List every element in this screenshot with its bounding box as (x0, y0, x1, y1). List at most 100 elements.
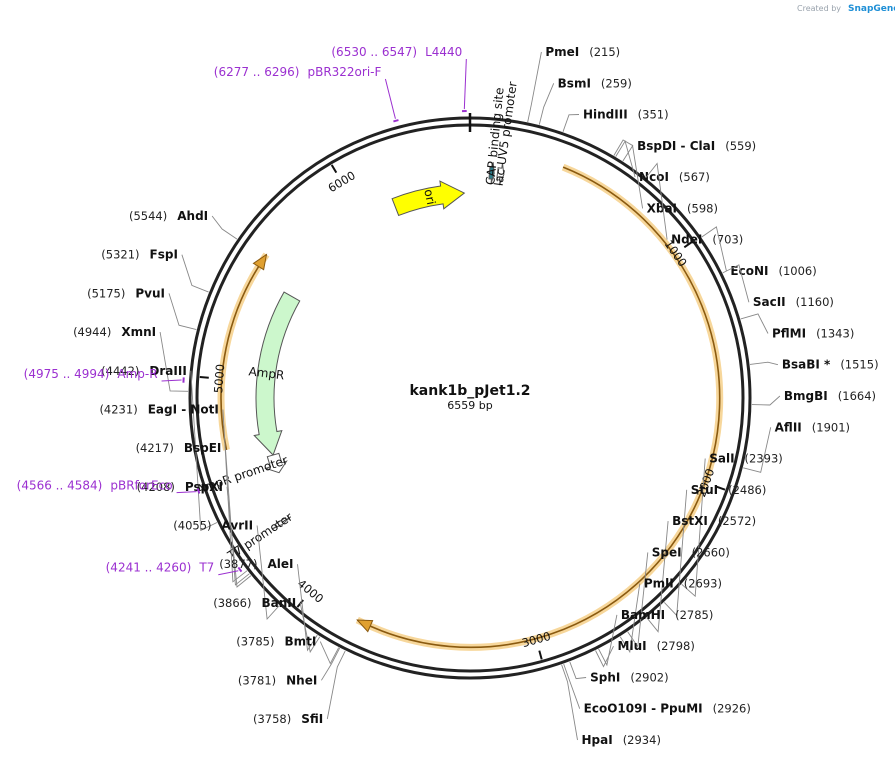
enzyme-leader-line (256, 525, 280, 621)
enzyme-leader-line (645, 162, 668, 240)
credit-text: Created by (797, 4, 841, 13)
primer-name: L4440 (425, 45, 462, 59)
enzyme-bstxi[interactable]: BstXI(2572) (672, 514, 756, 528)
enzyme-position: (567) (679, 170, 710, 184)
primer-pbr322ori-f[interactable]: (6277 .. 6296)pBR322ori-F (214, 65, 382, 79)
enzyme-name: HpaI (581, 733, 612, 747)
enzyme-position: (2660) (692, 545, 730, 559)
enzyme-pvui[interactable]: (5175)PvuI (87, 286, 165, 300)
enzyme-name: NheI (286, 673, 317, 687)
enzyme-name: XmnI (121, 325, 156, 339)
enzyme-pmei[interactable]: PmeI(215) (545, 45, 620, 59)
enzyme-name: BspDI - ClaI (637, 139, 715, 153)
enzyme-bamhi[interactable]: BamHI(2785) (621, 608, 714, 622)
enzyme-fspi[interactable]: (5321)FspI (101, 248, 178, 262)
enzyme-leader-line (326, 650, 346, 720)
enzyme-leader-line (299, 602, 321, 654)
feature-t7-promoter[interactable] (272, 516, 292, 530)
enzyme-aflii[interactable]: AflII(1901) (775, 420, 850, 434)
enzyme-leader-line (613, 139, 634, 156)
enzyme-leader-line (319, 641, 340, 665)
enzyme-pspxi[interactable]: (4208)PspXI (137, 480, 223, 494)
orf-glow (355, 163, 724, 651)
enzyme-position: (5544) (129, 209, 167, 223)
primer-name: pBR322ori-F (307, 65, 381, 79)
enzyme-sphi[interactable]: SphI(2902) (590, 670, 669, 684)
enzyme-name: SpeI (652, 545, 682, 559)
enzyme-draiii[interactable]: (4442)DraIII (101, 364, 187, 378)
enzyme-sali[interactable]: SalI(2393) (709, 452, 783, 466)
enzyme-ncoi[interactable]: NcoI (567) (639, 170, 710, 184)
enzyme-bsabi[interactable]: BsaBI *(1515) (782, 358, 879, 372)
enzyme-leader-line (562, 114, 580, 132)
enzyme-name: SphI (590, 670, 620, 684)
enzyme-position: (3785) (236, 635, 274, 649)
enzyme-stui[interactable]: StuI(2486) (691, 483, 767, 497)
enzyme-name: NcoI (639, 170, 669, 184)
enzyme-nhei[interactable]: (3781) NheI (238, 673, 317, 687)
enzyme-bspei[interactable]: (4217)BspEI (136, 441, 222, 455)
enzyme-position: (1343) (816, 326, 854, 340)
primer-mark-pbr322ori-f (393, 119, 399, 123)
enzyme-econi[interactable]: EcoNI(1006) (730, 264, 816, 278)
enzyme-leader-line (663, 489, 688, 617)
enzyme-name: AflII (775, 420, 802, 434)
primer-t7[interactable]: (4241 .. 4260)T7 (106, 561, 215, 575)
enzyme-position: (2785) (675, 608, 713, 622)
enzyme-ndei[interactable]: NdeI(703) (671, 233, 743, 247)
enzyme-ecoo109i-ppumi[interactable]: EcoO109I - PpuMI(2926) (584, 702, 751, 716)
enzyme-leader-line (622, 144, 644, 209)
primer-pbrforeco[interactable]: (4566 .. 4584)pBRforEco (17, 479, 173, 493)
orf-arrowhead (356, 619, 374, 633)
enzyme-position: (703) (712, 233, 743, 247)
enzyme-xmni[interactable]: (4944) XmnI (73, 325, 156, 339)
enzyme-leader-line (569, 661, 587, 680)
primer-range: (4975 .. 4994) (24, 367, 110, 381)
feature-ampr-promoter[interactable] (264, 452, 288, 474)
enzyme-position: (3781) (238, 673, 276, 687)
enzyme-leader-line (749, 361, 779, 366)
enzyme-banii[interactable]: (3866)BanII (213, 596, 296, 610)
enzyme-hindiii[interactable]: HindIII(351) (583, 108, 669, 122)
enzyme-leader-line (627, 552, 649, 648)
enzyme-hpai[interactable]: HpaI(2934) (581, 733, 660, 747)
enzyme-alei[interactable]: (3877)AleI (219, 557, 293, 571)
enzyme-position: (2572) (718, 514, 756, 528)
enzyme-bmti[interactable]: (3785)BmtI (236, 635, 316, 649)
enzyme-position: (4442) (101, 364, 139, 378)
enzyme-leader-line (321, 647, 341, 681)
enzyme-name: BanII (261, 596, 296, 610)
enzyme-xbai[interactable]: XbaI(598) (647, 201, 718, 215)
feature-cap-binding-site[interactable] (488, 162, 495, 185)
enzyme-bsmi[interactable]: BsmI(259) (558, 76, 632, 90)
enzyme-pflmi[interactable]: PflMI(1343) (772, 326, 854, 340)
enzyme-mlui[interactable]: MluI(2798) (618, 639, 695, 653)
enzyme-position: (4208) (137, 480, 175, 494)
enzyme-eagi-noti[interactable]: (4231)EagI - NotI (99, 402, 218, 416)
feature-lac-uv5-promoter[interactable] (496, 163, 505, 186)
enzyme-bmgbi[interactable]: BmgBI(1664) (784, 389, 876, 403)
enzyme-name: StuI (691, 483, 718, 497)
enzyme-layer: PmeI(215) BsmI(259) HindIII(351) BspDI - Cl… (73, 45, 878, 747)
enzyme-spei[interactable]: SpeI (2660) (652, 545, 730, 559)
enzyme-leader-line (527, 51, 542, 123)
primer-leader-line (161, 379, 182, 382)
enzyme-name: EagI - NotI (148, 402, 219, 416)
enzyme-sacii[interactable]: SacII(1160) (753, 295, 834, 309)
enzyme-position: (1006) (778, 264, 816, 278)
enzyme-sfii[interactable]: (3758)SfiI (253, 712, 323, 726)
primer-name: T7 (198, 561, 214, 575)
primer-l4440[interactable]: (6530 .. 6547)L4440 (331, 45, 462, 59)
enzyme-ahdi[interactable]: (5544)AhdI (129, 209, 208, 223)
enzyme-position: (5175) (87, 286, 125, 300)
primer-amp-r[interactable]: (4975 .. 4994)Amp-R (24, 367, 158, 381)
feature-ori[interactable] (391, 180, 466, 217)
enzyme-position: (4944) (73, 325, 111, 339)
enzyme-position: (1515) (840, 358, 878, 372)
enzyme-avrii[interactable]: (4055)AvrII (173, 519, 253, 533)
enzyme-pmli[interactable]: PmlI(2693) (644, 577, 722, 591)
enzyme-leader-line (681, 458, 706, 598)
enzyme-leader-line (740, 313, 769, 334)
enzyme-name: HindIII (583, 108, 628, 122)
enzyme-bspdi-clai[interactable]: BspDI - ClaI(559) (637, 139, 756, 153)
